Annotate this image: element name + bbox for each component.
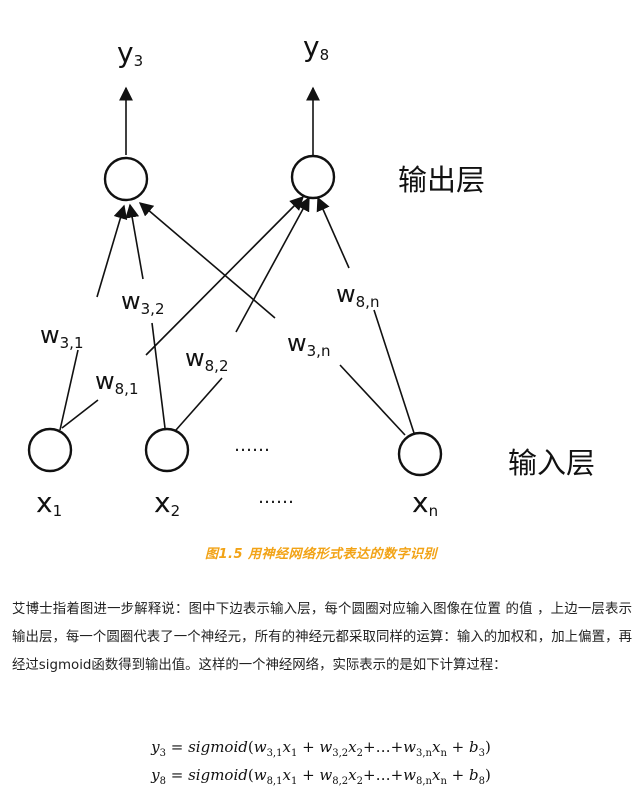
output-layer-label: 输出层	[398, 163, 485, 197]
input-neuron-x2	[144, 427, 190, 473]
weight-label-w81: w8,1	[95, 367, 139, 398]
edges-to-y3	[59, 202, 406, 436]
neural-network-diagram: y3 y8 输出层 输入层 w3,1 w3,2 w8,1 w8,2 w3,n w…	[27, 30, 595, 520]
ellipsis-inputs: ……	[234, 435, 270, 456]
input-label-xn: xn	[412, 486, 438, 520]
input-neuron-x1	[27, 427, 73, 473]
output-neuron-y3	[103, 156, 149, 202]
formula-y3: y3 = sigmoid(w3,1x1 + w3,2x2+…+w3,nxn + …	[151, 738, 491, 759]
weight-label-w31: w3,1	[40, 321, 84, 352]
output-label-y3: y3	[117, 36, 143, 70]
formula-y8: y8 = sigmoid(w8,1x1 + w8,2x2+…+w8,nxn + …	[151, 766, 491, 787]
input-neuron-xn	[397, 431, 443, 477]
input-label-x1: x1	[36, 486, 62, 520]
output-label-y8: y8	[303, 30, 329, 64]
ellipsis-labels: ……	[258, 487, 294, 508]
weight-label-w8n: w8,n	[336, 280, 379, 311]
output-neuron-y8	[290, 154, 336, 200]
weight-label-w82: w8,2	[185, 344, 229, 375]
figure-caption: 图1.5 用神经网络形式表达的数字识别	[204, 547, 438, 562]
weight-label-w32: w3,2	[121, 287, 165, 318]
input-label-x2: x2	[154, 486, 180, 520]
weight-label-w3n: w3,n	[287, 329, 330, 360]
explanation-paragraph: 艾博士指着图进一步解释说：图中下边表示输入层，每个圆圈对应输入图像在位置 的值 …	[12, 602, 632, 673]
edges-to-y8	[61, 196, 415, 434]
input-layer-label: 输入层	[508, 446, 595, 480]
